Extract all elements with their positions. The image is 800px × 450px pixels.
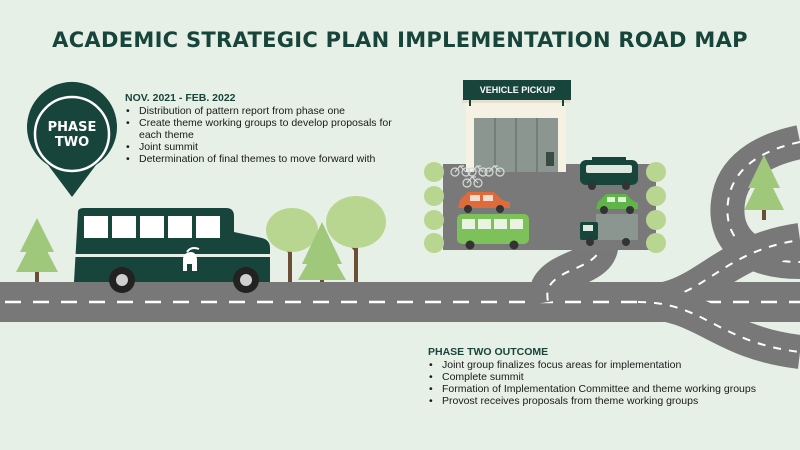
list-item: Formation of Implementation Committee an…	[428, 383, 788, 395]
list-item: Provost receives proposals from theme wo…	[428, 395, 788, 407]
van-icon	[580, 157, 638, 190]
tree-icon	[298, 222, 346, 282]
phase-marker-line1: PHASE	[47, 120, 97, 135]
timeline-list: Distribution of pattern report from phas…	[125, 105, 415, 165]
winding-roads	[637, 125, 800, 369]
parking-exit-road	[529, 236, 619, 305]
spartan-helmet-icon	[183, 247, 200, 271]
phase-outcome: PHASE TWO OUTCOME Joint group finalizes …	[428, 346, 788, 407]
list-item: Create theme working groups to develop p…	[125, 117, 415, 141]
phase-marker-line2: TWO	[54, 135, 90, 150]
truck-icon	[580, 214, 638, 246]
bus-icon	[74, 208, 270, 293]
bus-icon	[457, 214, 529, 250]
tree-icon	[326, 196, 386, 282]
tree-icon	[16, 218, 58, 282]
car-icon	[458, 192, 510, 213]
list-item: Distribution of pattern report from phas…	[125, 105, 415, 117]
phase-marker-label: PHASE TWO	[40, 120, 104, 150]
list-item: Determination of final themes to move fo…	[125, 153, 415, 165]
list-item: Joint summit	[125, 141, 415, 153]
bicycle-icon	[450, 165, 505, 188]
vehicle-pickup-sign-label: VEHICLE PICKUP	[479, 85, 556, 95]
map-pin-icon	[27, 81, 118, 197]
vehicle-pickup-sign	[463, 80, 571, 106]
date-range: NOV. 2021 - FEB. 2022	[125, 92, 236, 104]
pickup-building	[462, 98, 570, 172]
car-icon	[596, 194, 638, 214]
page-title: ACADEMIC STRATEGIC PLAN IMPLEMENTATION R…	[52, 28, 748, 52]
list-item: Joint group finalizes focus areas for im…	[428, 359, 788, 371]
list-item: Complete summit	[428, 371, 788, 383]
tree-icon	[744, 155, 784, 220]
outcome-list: Joint group finalizes focus areas for im…	[428, 359, 788, 407]
outcome-heading: PHASE TWO OUTCOME	[428, 346, 549, 358]
phase-timeline: NOV. 2021 - FEB. 2022 Distribution of pa…	[125, 92, 415, 165]
tree-icon	[266, 208, 318, 282]
